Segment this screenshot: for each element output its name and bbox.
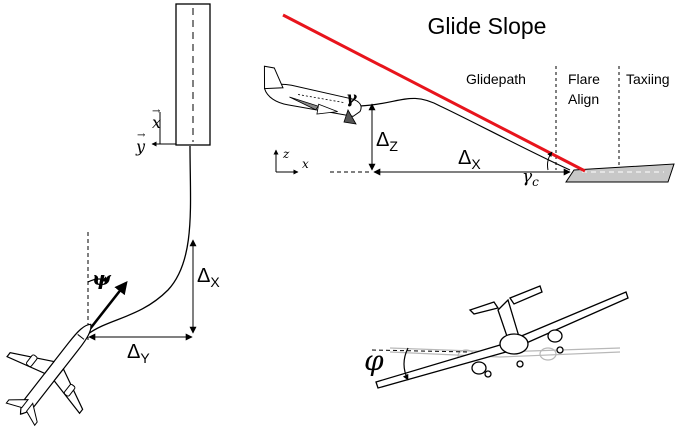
y-axis-label: y <box>135 137 146 156</box>
phase-glidepath: Glidepath <box>466 71 526 87</box>
x-axis-label: x <box>152 113 161 132</box>
phi-label: φ <box>364 344 384 377</box>
svg-text:→: → <box>137 130 146 141</box>
gamma-c-label: γc <box>522 167 539 189</box>
svg-text:→: → <box>152 106 161 117</box>
gamma-label: γ <box>346 88 358 107</box>
side-frame-axes: z x <box>273 147 309 175</box>
phase-align: Align <box>568 91 599 107</box>
side-trajectory <box>359 97 571 171</box>
phase-taxiing: Taxiing <box>626 71 670 87</box>
side-view: Glide Slope Glidepath Flare Align Taxiin… <box>263 13 675 189</box>
glide-slope-line <box>282 13 586 173</box>
delta-x-label: ΔX <box>197 265 220 290</box>
airplane-front-icon <box>375 285 629 389</box>
runway-frame-axes: x → y → <box>135 106 176 156</box>
glide-slope-title: Glide Slope <box>428 13 547 39</box>
side-x-axis-label: x <box>302 157 309 171</box>
gamma-c-arc <box>547 151 553 171</box>
level-reference-line <box>371 349 471 353</box>
delta-y-label: ΔY <box>127 341 150 366</box>
psi-arc <box>87 276 109 283</box>
airplane-side-icon <box>263 65 362 117</box>
psi-label: ψ <box>92 266 112 290</box>
airplane-top-icon <box>5 323 92 427</box>
heading-arrow <box>84 280 128 335</box>
ground-runway <box>565 163 675 183</box>
phase-flare: Flare <box>568 71 600 87</box>
runway-icon <box>175 3 211 146</box>
phi-arc <box>402 347 409 381</box>
z-axis-label: z <box>282 147 290 161</box>
side-delta-x-label: ΔX <box>458 147 481 172</box>
delta-z-label: ΔZ <box>376 129 398 154</box>
roll-view: φ <box>364 285 629 389</box>
top-view: x → y → ΔX ΔY ψ <box>5 3 220 427</box>
top-trajectory <box>87 145 192 335</box>
